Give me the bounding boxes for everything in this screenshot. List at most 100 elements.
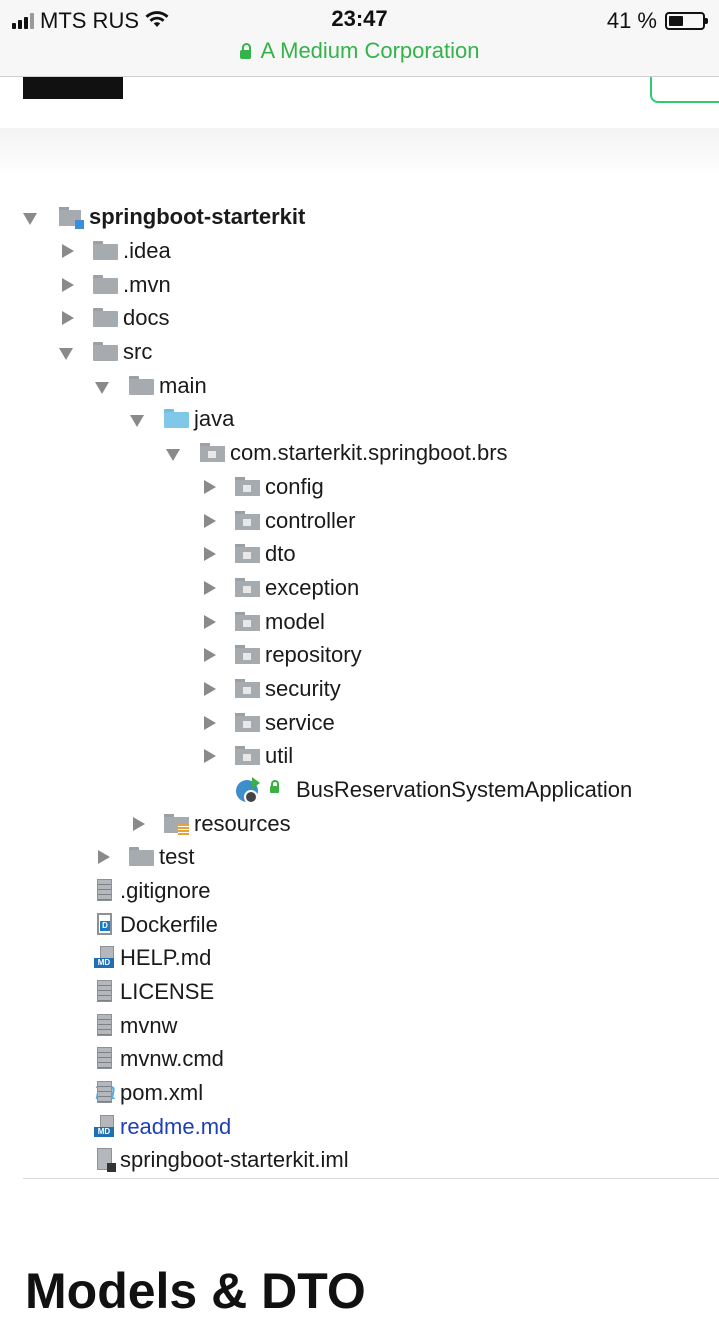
package-icon	[235, 713, 260, 733]
tree-label: test	[159, 844, 195, 869]
tree-label: HELP.md	[120, 945, 212, 970]
tree-item-exception[interactable]: exception	[201, 571, 359, 605]
header-button[interactable]	[650, 70, 719, 103]
battery-icon	[665, 12, 708, 30]
expand-arrow-icon[interactable]	[201, 748, 217, 764]
tree-item-test[interactable]: test	[95, 840, 194, 874]
text-file-icon	[94, 879, 115, 903]
text-file-icon	[94, 1014, 115, 1038]
tree-label: java	[194, 406, 235, 431]
tree-item-config[interactable]: config	[201, 470, 324, 504]
tree-label: LICENSE	[120, 979, 215, 1004]
tree-label: springboot-starterkit	[89, 204, 306, 229]
tree-label: .idea	[123, 238, 171, 263]
markdown-file-icon	[94, 1115, 115, 1139]
tree-item-gitignore[interactable]: .gitignore	[94, 874, 211, 908]
collapse-arrow-icon[interactable]	[59, 344, 75, 360]
battery-info: 41 %	[606, 8, 708, 34]
expand-arrow-icon[interactable]	[201, 681, 217, 697]
tree-item-readme-md[interactable]: readme.md	[94, 1110, 231, 1144]
tree-label: resources	[194, 811, 291, 836]
text-file-icon	[94, 1047, 115, 1071]
tree-label: pom.xml	[120, 1080, 204, 1105]
tree-label: src	[123, 339, 153, 364]
tree-label: mvnw	[120, 1013, 178, 1038]
package-icon	[235, 544, 260, 564]
resources-folder-icon	[164, 814, 189, 835]
tree-label: mvnw.cmd	[120, 1046, 224, 1071]
wifi-icon	[145, 8, 169, 34]
tree-item-dockerfile[interactable]: Dockerfile	[94, 908, 218, 942]
collapse-arrow-icon[interactable]	[95, 378, 111, 394]
tree-item-main[interactable]: main	[95, 369, 207, 403]
expand-arrow-icon[interactable]	[201, 546, 217, 562]
markdown-file-icon	[94, 946, 115, 970]
package-icon	[235, 612, 260, 632]
section-heading: Models & DTO	[25, 1263, 366, 1319]
expand-arrow-icon[interactable]	[59, 277, 75, 293]
spring-boot-app-icon	[236, 777, 288, 804]
folder-icon	[93, 342, 118, 362]
tree-item-dto[interactable]: dto	[201, 537, 296, 571]
tree-item-src[interactable]: src	[59, 335, 152, 369]
tree-item-resources[interactable]: resources	[130, 807, 291, 841]
tree-item-util[interactable]: util	[201, 739, 293, 773]
text-file-icon	[94, 980, 115, 1004]
package-icon	[235, 679, 260, 699]
expand-arrow-icon[interactable]	[59, 310, 75, 326]
tree-root[interactable]: springboot-starterkit	[23, 200, 305, 234]
tree-label: model	[265, 609, 325, 634]
tree-item-model[interactable]: model	[201, 605, 325, 639]
image-divider	[23, 1178, 719, 1179]
tree-item-mvnw[interactable]: mvnw	[94, 1009, 177, 1043]
expand-arrow-icon[interactable]	[201, 715, 217, 731]
tree-item-docs[interactable]: docs	[59, 301, 169, 335]
package-icon	[235, 645, 260, 665]
tree-item-application-class[interactable]: BusReservationSystemApplication	[236, 773, 632, 807]
expand-arrow-icon[interactable]	[201, 479, 217, 495]
tree-label: springboot-starterkit.iml	[120, 1147, 349, 1172]
tree-item-controller[interactable]: controller	[201, 504, 355, 538]
tree-label: BusReservationSystemApplication	[296, 777, 633, 802]
tree-item-help-md[interactable]: HELP.md	[94, 941, 211, 975]
tree-item-mvn[interactable]: .mvn	[59, 268, 171, 302]
address-bar[interactable]: A Medium Corporation	[0, 38, 719, 64]
expand-arrow-icon[interactable]	[130, 816, 146, 832]
collapse-arrow-icon[interactable]	[130, 411, 146, 427]
tree-item-iml[interactable]: springboot-starterkit.iml	[94, 1143, 349, 1177]
tree-item-service[interactable]: service	[201, 706, 335, 740]
tree-label: controller	[265, 508, 356, 533]
collapse-arrow-icon[interactable]	[23, 209, 39, 225]
battery-percent: 41 %	[606, 8, 657, 33]
expand-arrow-icon[interactable]	[201, 513, 217, 529]
folder-icon	[93, 308, 118, 328]
lock-icon	[239, 43, 251, 59]
tree-item-java[interactable]: java	[130, 402, 234, 436]
expand-arrow-icon[interactable]	[95, 849, 111, 865]
tree-item-package-root[interactable]: com.starterkit.springboot.brs	[166, 436, 508, 470]
dockerfile-icon	[94, 913, 115, 937]
tree-item-mvnw-cmd[interactable]: mvnw.cmd	[94, 1042, 224, 1076]
expand-arrow-icon[interactable]	[201, 614, 217, 630]
signal-icon	[12, 13, 34, 29]
folder-icon	[93, 241, 118, 261]
tree-item-security[interactable]: security	[201, 672, 341, 706]
expand-arrow-icon[interactable]	[201, 647, 217, 663]
expand-arrow-icon[interactable]	[201, 580, 217, 596]
tree-label: main	[159, 373, 207, 398]
collapse-arrow-icon[interactable]	[166, 445, 182, 461]
tree-item-repository[interactable]: repository	[201, 638, 362, 672]
folder-icon	[129, 376, 154, 396]
tree-label: .gitignore	[120, 878, 211, 903]
source-folder-icon	[164, 409, 189, 429]
folder-icon	[93, 275, 118, 295]
expand-arrow-icon[interactable]	[59, 243, 75, 259]
tree-label: readme.md	[120, 1114, 232, 1139]
tree-label: repository	[265, 642, 362, 667]
tree-item-pom-xml[interactable]: m pom.xml	[94, 1076, 203, 1110]
site-name: A Medium Corporation	[260, 38, 480, 63]
tree-label: .mvn	[123, 272, 171, 297]
tree-item-idea[interactable]: .idea	[59, 234, 171, 268]
package-icon	[235, 511, 260, 531]
tree-item-license[interactable]: LICENSE	[94, 975, 214, 1009]
